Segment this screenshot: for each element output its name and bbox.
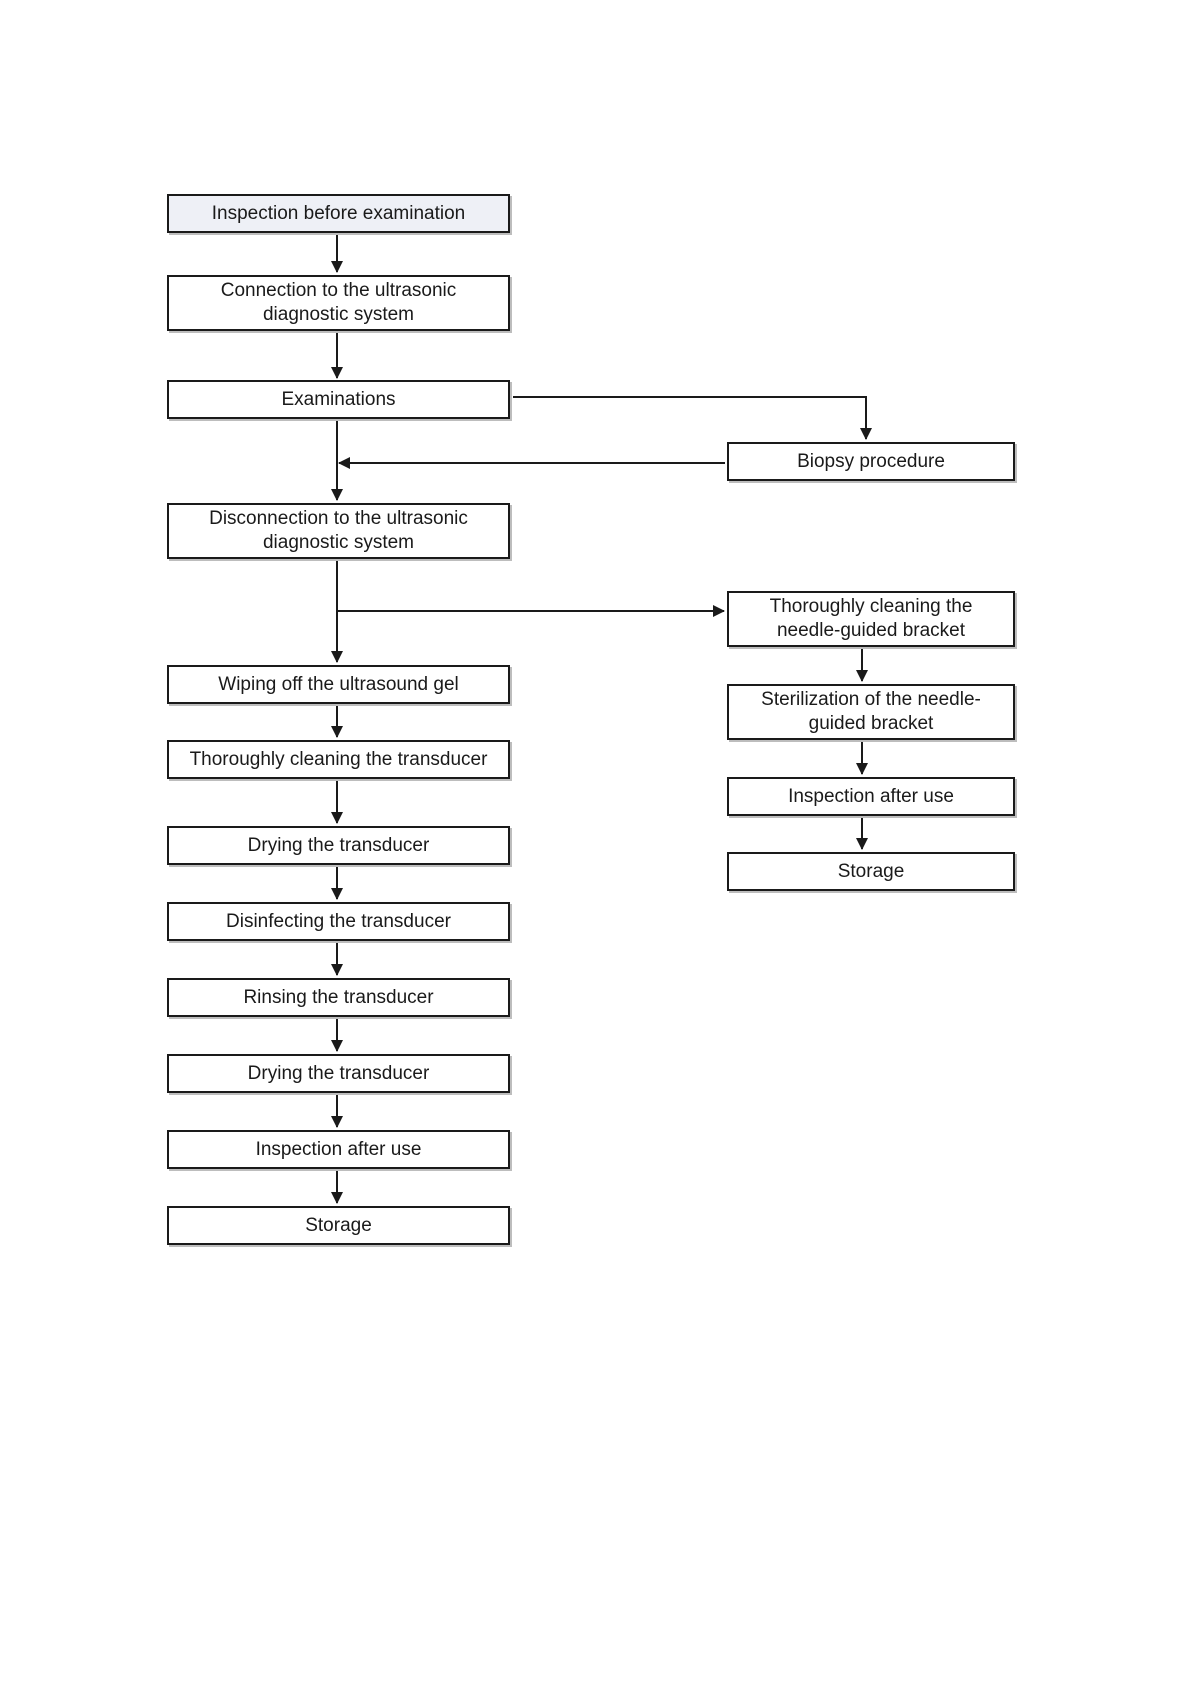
step-sterilization-bracket: Sterilization of the needle- guided brac… [727, 684, 1015, 740]
arrow-examinations-to-biopsy [513, 396, 872, 440]
step-cleaning-transducer: Thoroughly cleaning the transducer [167, 740, 510, 779]
step-label-line1: Disinfecting the transducer [226, 910, 451, 932]
step-examinations: Examinations [167, 380, 510, 419]
step-label-line2: diagnostic system [262, 304, 414, 325]
step-label-line2: needle-guided bracket [776, 620, 966, 641]
step-label-line1: Disconnection to the ultrasonic [209, 508, 468, 529]
step-label-line1: Inspection after use [255, 1138, 422, 1160]
step-inspection-after-use: Inspection after use [167, 1130, 510, 1169]
step-label-line1: Connection to the ultrasonic [220, 280, 457, 301]
step-label-line1: Sterilization of the needle- [761, 689, 981, 710]
step-label-line2: diagnostic system [262, 532, 414, 553]
step-label-line1: Storage [837, 860, 905, 882]
step-disconnection-from-system: Disconnection to the ultrasonic diagnost… [167, 503, 510, 559]
step-label-line1: Drying the transducer [247, 834, 430, 856]
step-biopsy-procedure: Biopsy procedure [727, 442, 1015, 481]
step-label-line1: Wiping off the ultrasound gel [218, 673, 459, 695]
step-label-line1: Drying the transducer [247, 1062, 430, 1084]
step-drying-transducer: Drying the transducer [167, 826, 510, 865]
step-label-line1: Rinsing the transducer [243, 986, 434, 1008]
step-label-line1: Storage [305, 1214, 372, 1236]
step-connection-to-system: Connection to the ultrasonic diagnostic … [167, 275, 510, 331]
step-rinsing-transducer: Rinsing the transducer [167, 978, 510, 1017]
step-label-line1: Inspection after use [788, 785, 954, 807]
step-disinfecting-transducer: Disinfecting the transducer [167, 902, 510, 941]
step-bracket-inspection-after-use: Inspection after use [727, 777, 1015, 816]
step-label-line1: Thoroughly cleaning the transducer [189, 748, 488, 770]
step-label-line1: Examinations [281, 388, 396, 410]
step-storage: Storage [167, 1206, 510, 1245]
step-drying-transducer-final: Drying the transducer [167, 1054, 510, 1093]
step-label-line2: guided bracket [808, 713, 934, 734]
step-bracket-storage: Storage [727, 852, 1015, 891]
step-inspection-before-examination: Inspection before examination [167, 194, 510, 233]
step-label-line1: Biopsy procedure [797, 450, 945, 472]
step-label-line1: Thoroughly cleaning the [769, 596, 973, 617]
step-wiping-gel: Wiping off the ultrasound gel [167, 665, 510, 704]
step-cleaning-bracket: Thoroughly cleaning the needle-guided br… [727, 591, 1015, 647]
step-label-line1: Inspection before examination [211, 202, 466, 224]
